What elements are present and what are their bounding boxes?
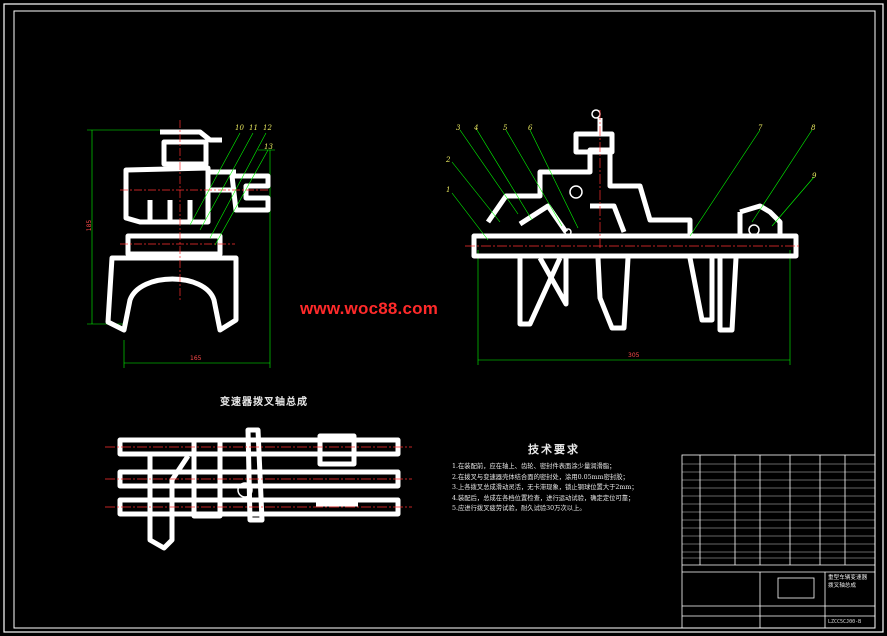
front-view-centerlines — [465, 110, 800, 250]
left-view-height-dimension: 185 — [86, 219, 94, 232]
part-number-5: 5 — [503, 124, 508, 132]
parts-list-rows — [682, 463, 875, 559]
tech-requirement-item: 3.上各拨叉总成滑动灵活，无卡滞现象，锁止钢球位置大于2mm； — [452, 484, 638, 491]
front-view-width-dimension: 305 — [628, 352, 640, 359]
top-view-details — [237, 482, 253, 498]
front-view-leaders — [451, 129, 815, 241]
front-view-details — [564, 109, 760, 236]
front-view-outline — [471, 118, 799, 333]
watermark-text: www.woc88.com — [300, 299, 439, 318]
part-number-7: 7 — [758, 124, 763, 132]
tech-requirement-item: 2.在拨叉与变速器壳体结合面的密封处，涂用0.05mm密封胶； — [452, 473, 629, 481]
part-number-3: 3 — [456, 124, 461, 132]
tech-requirement-item: 4.装配后，总成在各档位置检查，进行运动试验，确定定位可靠； — [452, 494, 635, 502]
part-number-10: 10 — [235, 124, 244, 132]
top-view-outline — [117, 427, 401, 551]
top-view-centerlines — [105, 446, 412, 508]
title-block-drawing-number: LZCC5CJ00-B — [828, 619, 862, 625]
left-view-outline — [105, 129, 271, 333]
title-block — [681, 454, 876, 629]
title-block-name: 重型车辆变速器 拨叉轴总成 — [828, 574, 867, 590]
left-side-view — [87, 120, 275, 368]
technical-requirements-list: 1.在装配前，应在轴上、齿轮、密封件表面涂少量润滑脂； 2.在拨叉与变速器壳体结… — [452, 462, 638, 515]
drawing-border — [3, 3, 884, 633]
part-number-13: 13 — [264, 143, 273, 151]
assembly-view-title: 变速器拨叉轴总成 — [220, 397, 308, 408]
part-number-1: 1 — [446, 186, 451, 194]
part-number-8: 8 — [811, 124, 816, 132]
title-block-line-2: 拨叉轴总成 — [828, 583, 856, 589]
part-number-2: 2 — [446, 156, 451, 164]
tech-requirement-item: 1.在装配前，应在轴上、齿轮、密封件表面涂少量润滑脂； — [452, 463, 616, 470]
left-view-width-dimension: 165 — [190, 355, 202, 362]
tech-requirement-item: 5.应进行拨叉疲劳试验，耐久试验30万次以上。 — [452, 505, 586, 512]
top-view — [105, 427, 412, 551]
part-number-6: 6 — [528, 124, 533, 132]
part-number-9: 9 — [812, 172, 817, 180]
left-view-leaders — [189, 132, 269, 246]
part-number-11: 11 — [249, 124, 258, 132]
front-view — [451, 109, 815, 365]
part-number-12: 12 — [263, 124, 272, 132]
front-view-dimensions — [477, 250, 791, 365]
part-number-4: 4 — [474, 124, 479, 132]
technical-requirements-title: 技术要求 — [528, 443, 580, 456]
title-block-line-1: 重型车辆变速器 — [828, 575, 868, 581]
